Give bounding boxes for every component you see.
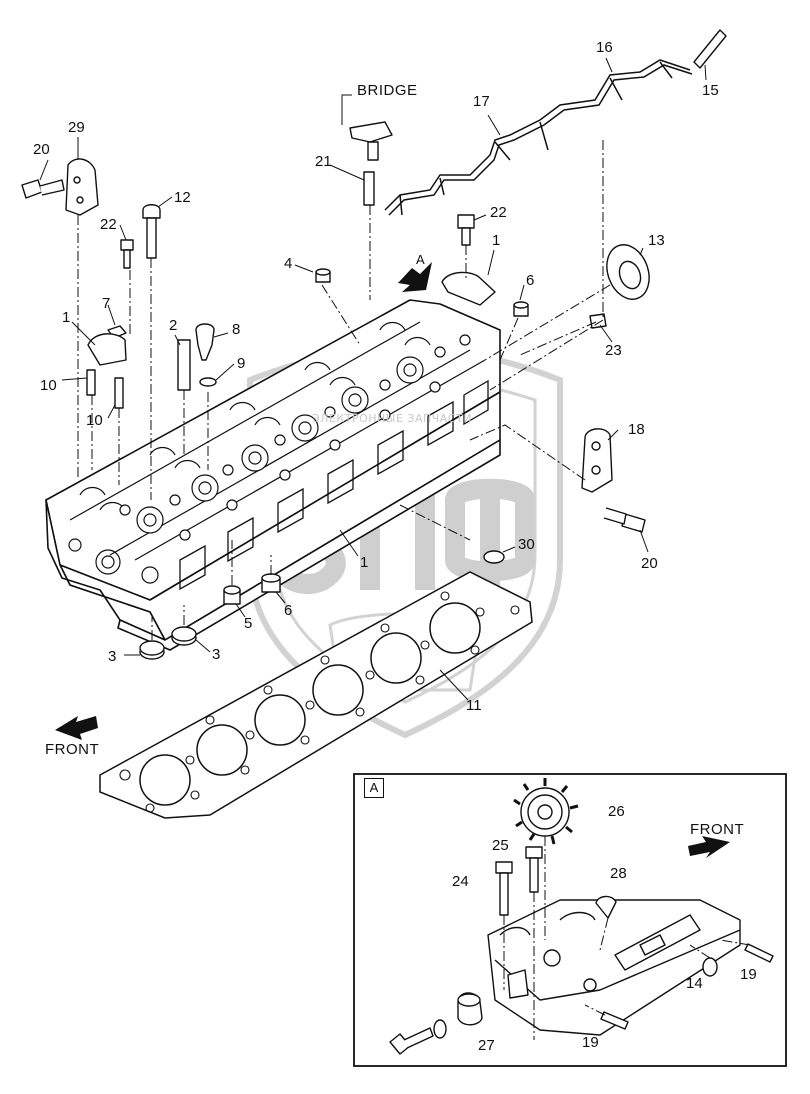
callout-1: 1 [492, 232, 501, 249]
callout-22: 22 [490, 204, 507, 221]
small-parts [21, 29, 727, 660]
callout-21: 21 [315, 153, 332, 170]
callout-12: 12 [174, 189, 191, 206]
callout-18: 18 [628, 421, 645, 438]
view-a-arrow [398, 262, 432, 292]
callout-1: 1 [62, 309, 71, 326]
callout-13: 13 [648, 232, 665, 249]
front-label-main: FRONT [45, 741, 100, 758]
detail-a-tag: A [364, 778, 384, 798]
cylinder-head-bosses [119, 334, 471, 541]
callout-1: 1 [360, 554, 369, 571]
callout-26: 26 [608, 803, 625, 820]
callout-9: 9 [237, 355, 246, 372]
callout-10: 10 [86, 412, 103, 429]
detail-a-dashes [503, 836, 751, 1040]
callout-25: 25 [492, 837, 509, 854]
head-gasket-holes [119, 591, 520, 813]
callout-6: 6 [526, 272, 535, 289]
bridge-label: BRIDGE [357, 82, 418, 99]
callout-3: 3 [212, 646, 221, 663]
callout-11: 11 [466, 697, 482, 714]
callout-2: 2 [169, 317, 178, 334]
front-arrow-detail [688, 836, 730, 858]
watermark-text: ЭЛЕКТРОННЫЕ ЗАПЧАСТИ [312, 412, 472, 425]
callout-29: 29 [68, 119, 85, 136]
callout-22: 22 [100, 216, 117, 233]
leak-off-pipe [384, 59, 693, 216]
head-gasket [99, 571, 533, 819]
callout-16: 16 [596, 39, 613, 56]
callout-30: 30 [518, 536, 535, 553]
callout-7: 7 [102, 295, 111, 312]
callout-24: 24 [452, 873, 469, 890]
callout-6: 6 [284, 602, 293, 619]
front-arrow-main [55, 716, 98, 740]
cylinder-head-details [68, 321, 489, 591]
callout-20: 20 [33, 141, 50, 158]
view-a-label: A [416, 252, 426, 267]
callout-4: 4 [284, 255, 293, 272]
leader-lines [77, 140, 611, 640]
front-label-detail: FRONT [690, 821, 745, 838]
detail-a-artwork [389, 778, 774, 1055]
callout-14: 14 [686, 975, 703, 992]
callout-28: 28 [610, 865, 627, 882]
callout-3: 3 [108, 648, 117, 665]
callout-8: 8 [232, 321, 241, 338]
callout-23: 23 [605, 342, 622, 359]
callout-5: 5 [244, 615, 253, 632]
callout-17: 17 [473, 93, 490, 110]
callout-27: 27 [478, 1037, 495, 1054]
callout-19: 19 [740, 966, 757, 983]
callout-19: 19 [582, 1034, 599, 1051]
callout-20: 20 [641, 555, 658, 572]
callout-10: 10 [40, 377, 57, 394]
callout-15: 15 [702, 82, 719, 99]
